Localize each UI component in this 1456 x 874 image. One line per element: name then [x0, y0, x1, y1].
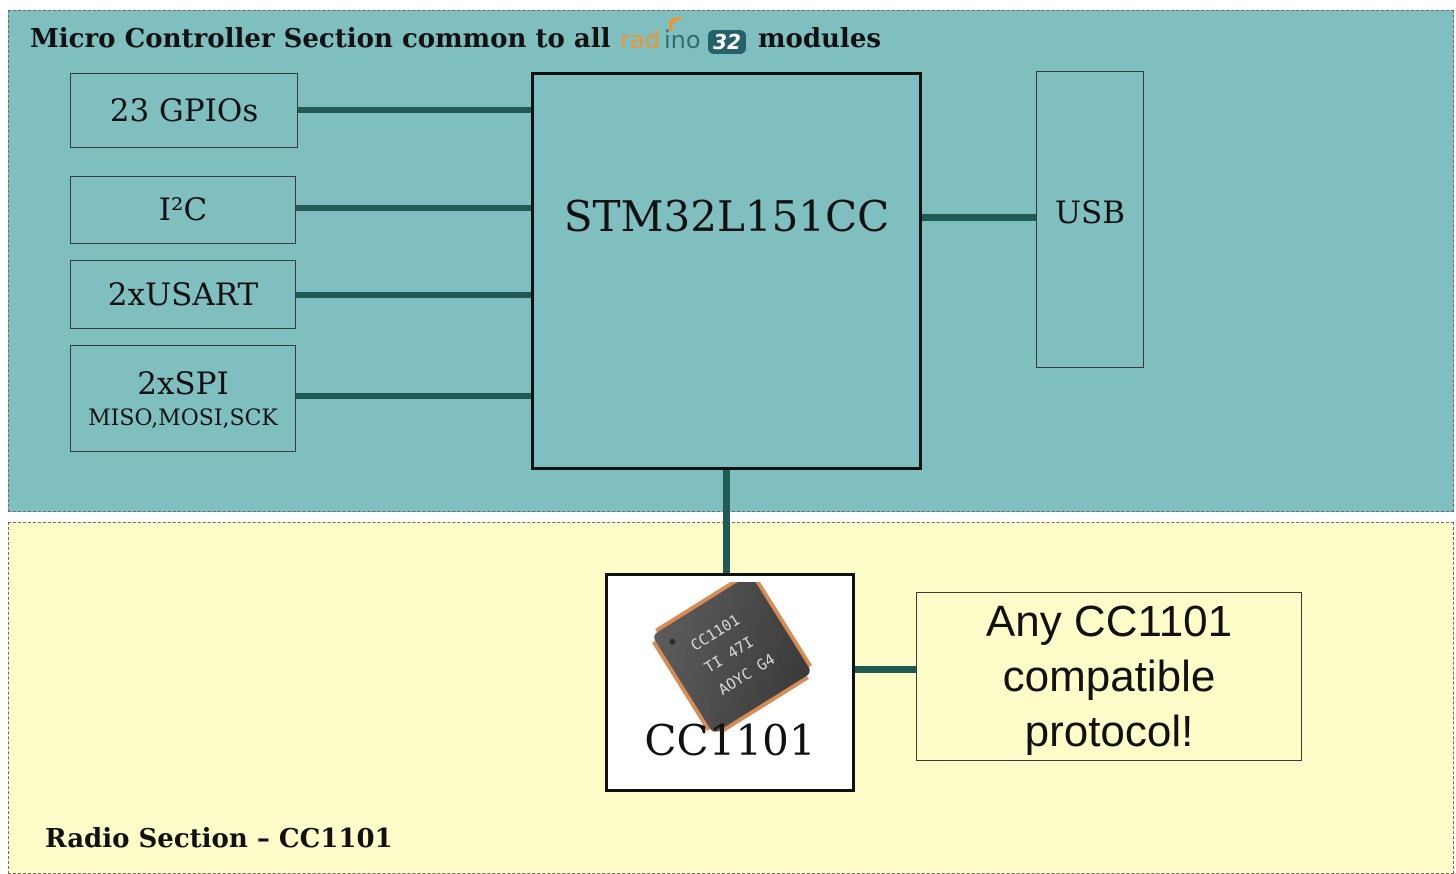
spi-box: 2xSPI MISO,MOSI,SCK — [70, 345, 296, 452]
usart-box: 2xUSART — [70, 260, 296, 329]
protocol-line-2: compatible — [1002, 652, 1216, 701]
i2c-label: I²C — [158, 192, 208, 228]
wire-i2c — [296, 205, 531, 211]
protocol-line-3: protocol! — [1024, 707, 1194, 756]
usb-box: USB — [1036, 71, 1144, 368]
gpio-label: 23 GPIOs — [109, 92, 259, 129]
spi-pins-label: MISO,MOSI,SCK — [88, 406, 278, 431]
spi-label: 2xSPI — [137, 366, 229, 402]
cc1101-label: CC1101 — [644, 716, 816, 765]
protocol-box: Any CC1101 compatible protocol! — [916, 592, 1302, 761]
mcu-label: STM32L151CC — [563, 191, 890, 241]
logo-rad-text: rad — [620, 26, 660, 54]
cc1101-chip-photo: CC1101 TI 47I AOYC G4 — [651, 582, 813, 732]
mcu-title-suffix: modules — [758, 24, 881, 54]
gpio-box: 23 GPIOs — [70, 73, 298, 148]
logo-32-badge: 32 — [708, 30, 746, 54]
wire-mcu-chip — [723, 470, 730, 573]
wire-usb — [922, 214, 1036, 221]
mcu-section-title: Micro Controller Section common to all — [30, 24, 610, 54]
cc1101-chip-box: CC1101 TI 47I AOYC G4 CC1101 — [605, 573, 855, 792]
i2c-box: I²C — [70, 176, 296, 244]
signal-icon — [668, 16, 683, 31]
wire-spi — [296, 393, 531, 399]
wire-usart — [296, 292, 531, 298]
radio-section-title: Radio Section – CC1101 — [45, 824, 393, 854]
mcu-box: STM32L151CC — [531, 72, 922, 470]
usart-label: 2xUSART — [107, 276, 259, 313]
usb-label: USB — [1054, 194, 1126, 231]
wire-gpio — [298, 107, 531, 113]
wire-chip-protocol — [855, 666, 916, 673]
protocol-line-1: Any CC1101 — [985, 597, 1233, 646]
mcu-section — [8, 10, 1454, 512]
mcu-title-text: Micro Controller Section common to all — [30, 24, 611, 54]
